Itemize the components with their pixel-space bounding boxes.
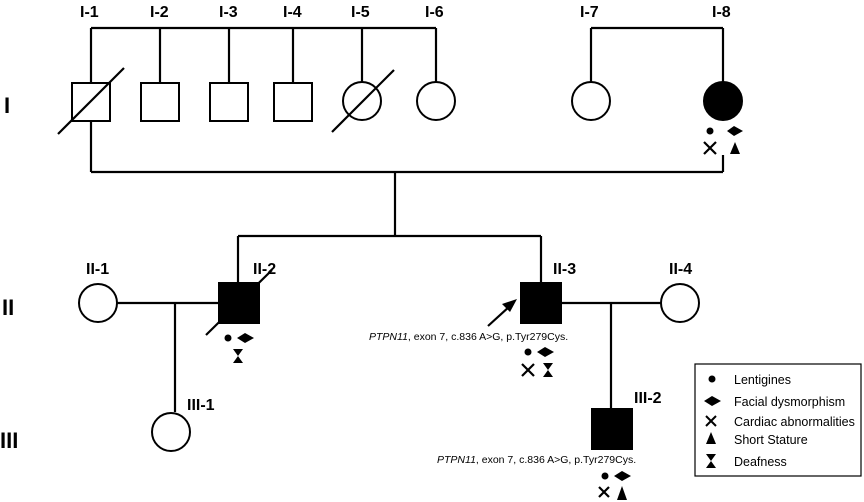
label-I-2: I-2 xyxy=(150,4,169,21)
label-II-3: II-3 xyxy=(553,261,576,278)
label-I-3: I-3 xyxy=(219,4,238,21)
legend: Lentigines Facial dysmorphism Cardiac ab… xyxy=(694,363,862,477)
individual-III-1: III-1 xyxy=(151,397,215,452)
cardiac-abnormalities-icon xyxy=(703,141,717,155)
label-II-2: II-2 xyxy=(253,261,276,278)
lentigines-icon xyxy=(706,127,714,135)
label-II-1: II-1 xyxy=(86,261,109,278)
gen-II-marriage-lines xyxy=(117,301,661,412)
individual-III-2: III-2 PTPN11, exon 7, c.836 A>G, p.Tyr27… xyxy=(437,390,662,500)
generation-label-I: I xyxy=(4,93,10,118)
mutation-label-III-2: PTPN11, exon 7, c.836 A>G, p.Tyr279Cys. xyxy=(437,454,636,466)
facial-dysmorphism-icon xyxy=(727,126,743,136)
individual-I-6: I-6 xyxy=(416,4,456,121)
individual-II-3: II-3 PTPN11, exon 7, c.836 A>G, p.Tyr279… xyxy=(369,261,576,377)
label-II-4: II-4 xyxy=(669,261,692,278)
individual-I-3: I-3 xyxy=(209,4,249,122)
label-III-1: III-1 xyxy=(187,397,215,414)
individual-I-7: I-7 xyxy=(571,4,611,121)
label-I-8: I-8 xyxy=(712,4,731,21)
facial-dysmorphism-icon xyxy=(614,471,631,481)
individual-I-1: I-1 xyxy=(57,4,125,135)
deafness-icon xyxy=(233,349,243,363)
gen-I-sibship-lines xyxy=(89,26,725,82)
facial-dysmorphism-icon xyxy=(537,347,554,357)
short-stature-icon xyxy=(730,142,740,154)
short-stature-icon xyxy=(617,486,627,500)
cardiac-abnormalities-icon xyxy=(598,486,610,498)
individual-II-2: II-2 xyxy=(205,261,276,363)
legend-facial-dysmorphism: Facial dysmorphism xyxy=(734,395,845,409)
cardiac-abnormalities-icon xyxy=(521,363,535,377)
label-I-4: I-4 xyxy=(283,4,302,21)
individual-I-8: I-8 xyxy=(703,4,743,155)
label-I-1: I-1 xyxy=(80,4,99,21)
legend-deafness: Deafness xyxy=(734,455,787,469)
label-I-5: I-5 xyxy=(351,4,370,21)
legend-short-stature: Short Stature xyxy=(734,433,808,447)
individual-I-2: I-2 xyxy=(140,4,180,122)
label-III-2: III-2 xyxy=(634,390,662,407)
legend-cardiac-abnormalities: Cardiac abnormalities xyxy=(734,415,855,429)
mutation-label-II-3: PTPN11, exon 7, c.836 A>G, p.Tyr279Cys. xyxy=(369,331,568,343)
individual-I-5: I-5 xyxy=(331,4,395,133)
deafness-icon xyxy=(706,454,716,468)
proband-arrow-head xyxy=(502,299,517,312)
lentigines-icon xyxy=(524,348,532,356)
facial-dysmorphism-icon xyxy=(237,333,254,343)
label-I-7: I-7 xyxy=(580,4,599,21)
generation-label-III: III xyxy=(0,428,18,453)
deafness-icon xyxy=(543,363,553,377)
individual-II-4: II-4 xyxy=(660,261,700,323)
facial-dysmorphism-icon xyxy=(704,396,721,406)
cardiac-abnormalities-icon xyxy=(705,415,717,427)
label-I-6: I-6 xyxy=(425,4,444,21)
generation-label-II: II xyxy=(2,295,14,320)
lentigines-icon xyxy=(601,472,609,480)
individual-II-1: II-1 xyxy=(78,261,118,323)
gen-I-marriage-line xyxy=(89,120,725,282)
individual-I-4: I-4 xyxy=(273,4,313,122)
lentigines-icon xyxy=(708,375,716,383)
short-stature-icon xyxy=(706,432,716,444)
lentigines-icon xyxy=(224,334,232,342)
legend-lentigines: Lentigines xyxy=(734,373,791,387)
